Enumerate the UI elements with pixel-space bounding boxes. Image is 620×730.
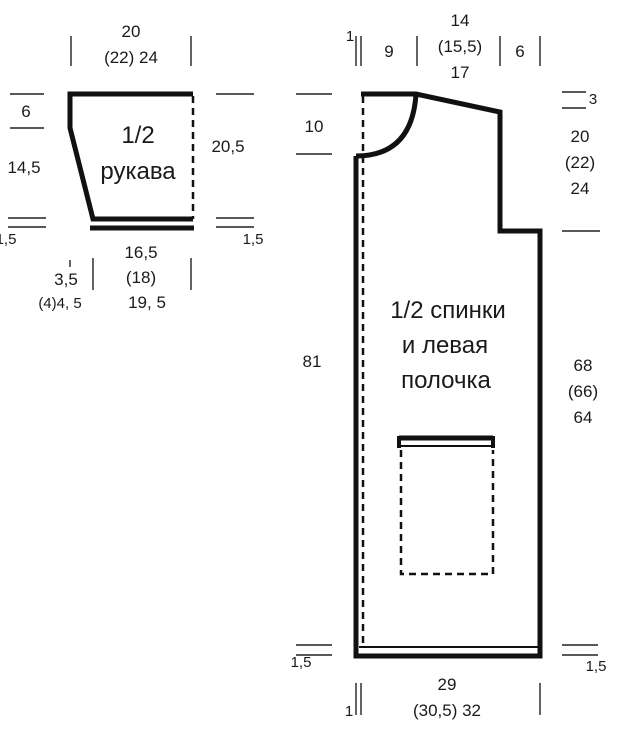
body-neck-depth-label: 10 xyxy=(305,117,324,136)
body-shoulder-width-label: 14 xyxy=(451,11,470,30)
body-title-line2: и левая xyxy=(402,332,488,359)
body-side-length-size3: 64 xyxy=(574,408,593,427)
body-neck-width-label: 9 xyxy=(384,42,393,61)
body-armhole-depth-size3: 24 xyxy=(571,179,590,198)
body-bottom-offset-label: 1 xyxy=(345,703,353,720)
sleeve-right-length-label: 20,5 xyxy=(211,137,244,156)
sleeve-bottom-width-size2: (18) xyxy=(126,268,156,287)
body-title-line1: 1/2 спинки xyxy=(390,297,506,324)
sleeve-top-width-sizes: (22) 24 xyxy=(104,48,158,67)
body-shoulder-width-size3: 17 xyxy=(451,63,470,82)
body-total-length-label: 81 xyxy=(303,352,322,371)
sleeve-piece: 1/2 рукава 20 (22) 24 6 14,5 1,5 20,5 1,… xyxy=(0,22,263,312)
sleeve-top-offset-label: 6 xyxy=(21,102,30,121)
pocket-lining-outline xyxy=(399,450,495,576)
sleeve-hem-right-label: 1,5 xyxy=(243,231,264,248)
body-shoulder-drop-label: 3 xyxy=(589,91,597,108)
body-bottom-width-sizes: (30,5) 32 xyxy=(413,701,481,720)
sleeve-title-line2: рукава xyxy=(100,158,176,185)
sleeve-left-length-label: 14,5 xyxy=(7,158,40,177)
sleeve-bottom-width-label: 16,5 xyxy=(124,243,157,262)
body-neck-offset-label: 1 xyxy=(346,28,354,45)
body-armhole-depth-size2: (22) xyxy=(565,153,595,172)
neckline-curve xyxy=(355,93,419,159)
sleeve-bottom-offset-label: 3,5 xyxy=(54,270,78,289)
body-armhole-offset-label: 6 xyxy=(515,42,524,61)
body-hem-left-label: 1,5 xyxy=(291,654,312,671)
body-side-length-label: 68 xyxy=(574,356,593,375)
sleeve-bottom-offset-sizes: (4)4, 5 xyxy=(38,295,81,312)
sleeve-outline xyxy=(67,91,193,222)
body-outline xyxy=(353,91,543,659)
body-title-line3: полочка xyxy=(401,367,491,394)
body-armhole-depth-label: 20 xyxy=(571,127,590,146)
pocket xyxy=(397,435,495,576)
body-piece: 1/2 спинки и левая полочка 1 9 14 (15,5)… xyxy=(291,11,607,720)
body-shoulder-width-size2: (15,5) xyxy=(438,37,482,56)
sleeve-top-width-label: 20 xyxy=(122,22,141,41)
body-bottom-width-label: 29 xyxy=(438,675,457,694)
sleeve-title-line1: 1/2 xyxy=(121,122,154,149)
sleeve-bottom-width-size3: 19, 5 xyxy=(128,293,166,312)
body-side-length-size2: (66) xyxy=(568,382,598,401)
body-hem-right-label: 1,5 xyxy=(586,658,607,675)
sleeve-hem-left-label: 1,5 xyxy=(0,231,16,248)
